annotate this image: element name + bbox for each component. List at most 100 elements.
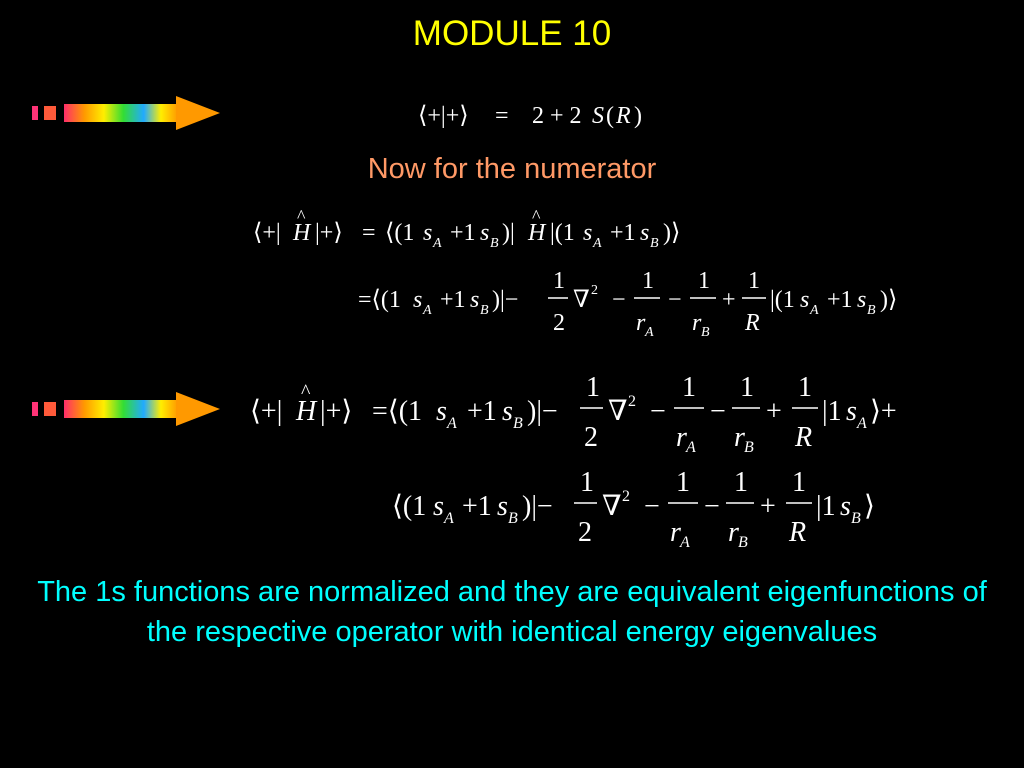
svg-text:|(1: |(1 (550, 220, 575, 246)
svg-text:1: 1 (676, 467, 690, 498)
svg-text:^: ^ (301, 381, 311, 403)
svg-text:s: s (846, 396, 857, 427)
svg-text:⟨+|+⟩: ⟨+|+⟩ (418, 103, 469, 129)
svg-text:)|−: )|− (492, 287, 518, 313)
svg-text:r: r (728, 517, 739, 548)
svg-text:A: A (679, 534, 690, 551)
svg-text:=: = (495, 103, 509, 129)
svg-text:⟨(1: ⟨(1 (385, 220, 414, 246)
svg-text:s: s (583, 220, 592, 246)
slide-note: The 1s functions are normalized and they… (37, 576, 987, 648)
svg-text:⟨+|: ⟨+| (253, 220, 281, 246)
svg-text:∇: ∇ (608, 396, 628, 427)
svg-text:H: H (527, 220, 547, 246)
svg-text:A: A (422, 303, 432, 318)
svg-text:1: 1 (734, 467, 748, 498)
svg-text:2: 2 (628, 393, 636, 410)
svg-text:H: H (292, 220, 312, 246)
svg-text:1: 1 (553, 268, 565, 294)
svg-text:R: R (615, 103, 631, 129)
svg-text:R: R (788, 517, 806, 548)
svg-text:S: S (592, 103, 604, 129)
svg-text:⟨+|: ⟨+| (250, 396, 282, 427)
svg-text:|(1: |(1 (770, 287, 795, 313)
svg-text:B: B (867, 303, 876, 318)
svg-text:2 + 2: 2 + 2 (532, 103, 582, 129)
svg-text:s: s (800, 287, 809, 313)
svg-text:s: s (423, 220, 432, 246)
svg-text:A: A (446, 415, 457, 432)
svg-text:s: s (502, 396, 513, 427)
svg-text:s: s (640, 220, 649, 246)
svg-text:2: 2 (553, 310, 565, 336)
svg-text:+1: +1 (450, 220, 476, 246)
svg-text:A: A (856, 415, 867, 432)
svg-text:|1: |1 (822, 396, 842, 427)
svg-text:1: 1 (792, 467, 806, 498)
svg-text:B: B (480, 303, 489, 318)
svg-text:R: R (744, 310, 760, 336)
overlap-equation: ⟨+|+⟩ = 2 + 2 S ( R ) (418, 103, 642, 129)
svg-text:s: s (413, 287, 422, 313)
svg-text:(: ( (606, 103, 614, 129)
svg-text:A: A (644, 325, 654, 340)
svg-text:r: r (670, 517, 681, 548)
svg-text:B: B (701, 325, 710, 340)
svg-text:H: H (295, 396, 318, 427)
svg-text:−: − (650, 396, 666, 427)
svg-text:2: 2 (578, 517, 592, 548)
svg-text:B: B (738, 534, 748, 551)
slide-subtitle: Now for the numerator (367, 153, 657, 185)
svg-text:|+⟩: |+⟩ (315, 220, 343, 246)
svg-text:B: B (744, 439, 754, 456)
svg-text:⟩+: ⟩+ (870, 396, 897, 427)
svg-text:=: = (362, 220, 376, 246)
svg-text:⟩: ⟩ (864, 491, 875, 522)
svg-text:+: + (760, 491, 776, 522)
rainbow-arrow-icon (32, 392, 220, 426)
svg-text:+1: +1 (610, 220, 636, 246)
slide-title: MODULE 10 (412, 14, 612, 53)
svg-text:r: r (692, 310, 702, 336)
svg-text:1: 1 (586, 372, 600, 403)
svg-text:B: B (513, 415, 523, 432)
svg-text:B: B (851, 510, 861, 527)
svg-text:R: R (794, 422, 812, 453)
svg-text:|+⟩: |+⟩ (320, 396, 352, 427)
svg-text:|1: |1 (816, 491, 836, 522)
svg-text:−: − (612, 287, 626, 313)
svg-text:s: s (433, 491, 444, 522)
svg-text:2: 2 (622, 488, 630, 505)
svg-text:∇: ∇ (602, 491, 622, 522)
svg-text:−: − (710, 396, 726, 427)
svg-text:−: − (644, 491, 660, 522)
svg-text:+1: +1 (462, 491, 492, 522)
svg-text:−: − (668, 287, 682, 313)
svg-text:1: 1 (748, 268, 760, 294)
svg-text:r: r (636, 310, 646, 336)
svg-text:A: A (809, 303, 819, 318)
svg-text:^: ^ (532, 206, 541, 226)
svg-text:+1: +1 (467, 396, 497, 427)
svg-text:s: s (480, 220, 489, 246)
svg-text:A: A (432, 236, 442, 251)
svg-text:)|−: )|− (522, 491, 553, 522)
svg-text:s: s (857, 287, 866, 313)
svg-text:1: 1 (698, 268, 710, 294)
svg-text:+1: +1 (827, 287, 853, 313)
svg-text:r: r (734, 422, 745, 453)
numerator-equation-line1: ⟨+| H ^ |+⟩ = ⟨(1 s A +1 s B )| H ^ |(1 … (253, 206, 680, 251)
svg-text:)|−: )|− (527, 396, 558, 427)
svg-text:2: 2 (584, 422, 598, 453)
svg-text:): ) (634, 103, 642, 129)
svg-text:A: A (685, 439, 696, 456)
svg-text:+: + (766, 396, 782, 427)
svg-text:=⟨(1: =⟨(1 (358, 287, 401, 313)
svg-text:A: A (443, 510, 454, 527)
svg-text:B: B (650, 236, 659, 251)
rainbow-arrow-icon (32, 96, 220, 130)
svg-text:1: 1 (580, 467, 594, 498)
svg-text:)|: )| (502, 220, 515, 246)
